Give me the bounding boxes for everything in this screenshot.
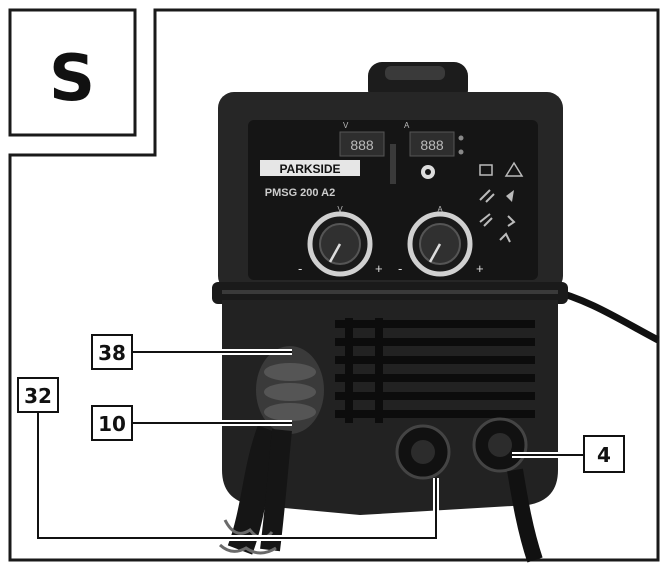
- callout-line-32: [37, 412, 437, 539]
- callout-box-10: [91, 405, 133, 441]
- callout-box-4: [583, 435, 625, 473]
- current-display-label: A: [404, 121, 410, 130]
- knob-left-minus: -: [298, 261, 302, 276]
- section-letter: S: [49, 42, 95, 116]
- model-name: PMSG 200 A2: [265, 187, 336, 199]
- welding-mode-icon: [479, 213, 493, 227]
- current-display: [409, 131, 455, 157]
- knob-right-minus: -: [398, 261, 402, 276]
- voltage-knob: [307, 211, 373, 277]
- callout-label-10: 10: [98, 412, 126, 436]
- ventilation-grille: [335, 318, 535, 423]
- brand-plate: [260, 160, 360, 176]
- socket-negative: [395, 424, 451, 480]
- knob-left-label: V: [337, 205, 343, 214]
- callout-label-38: 38: [98, 341, 126, 365]
- indicator-led: [458, 135, 464, 141]
- knob-right-label: A: [437, 205, 443, 214]
- brand-name: PARKSIDE: [279, 162, 340, 176]
- welding-mode-icon: [507, 215, 516, 227]
- callout-box-38: [91, 334, 133, 370]
- indicator-led: [458, 149, 464, 155]
- voltage-display-value: 888: [350, 137, 374, 153]
- symbol-panel-icon: [479, 164, 493, 176]
- welding-mode-icon: [506, 190, 514, 202]
- outer-frame: [8, 8, 660, 562]
- welding-mode-icon: [499, 232, 511, 243]
- callout-label-32: 32: [24, 384, 52, 408]
- section-letter-box: [8, 8, 137, 137]
- callout-label-4: 4: [597, 443, 611, 467]
- voltage-display-label: V: [343, 121, 349, 130]
- knob-right-plus: +: [476, 261, 484, 276]
- current-knob: [407, 211, 473, 277]
- voltage-display: [339, 131, 385, 157]
- callout-box-32: [17, 377, 59, 413]
- warning-triangle-icon: [504, 161, 524, 177]
- welding-mode-icon: [479, 189, 495, 203]
- current-display-value: 888: [420, 137, 444, 153]
- welder-unit: 888 V 888 A PARKSIDE PMSG 200 A2 V A: [212, 62, 568, 563]
- knob-left-plus: +: [375, 261, 383, 276]
